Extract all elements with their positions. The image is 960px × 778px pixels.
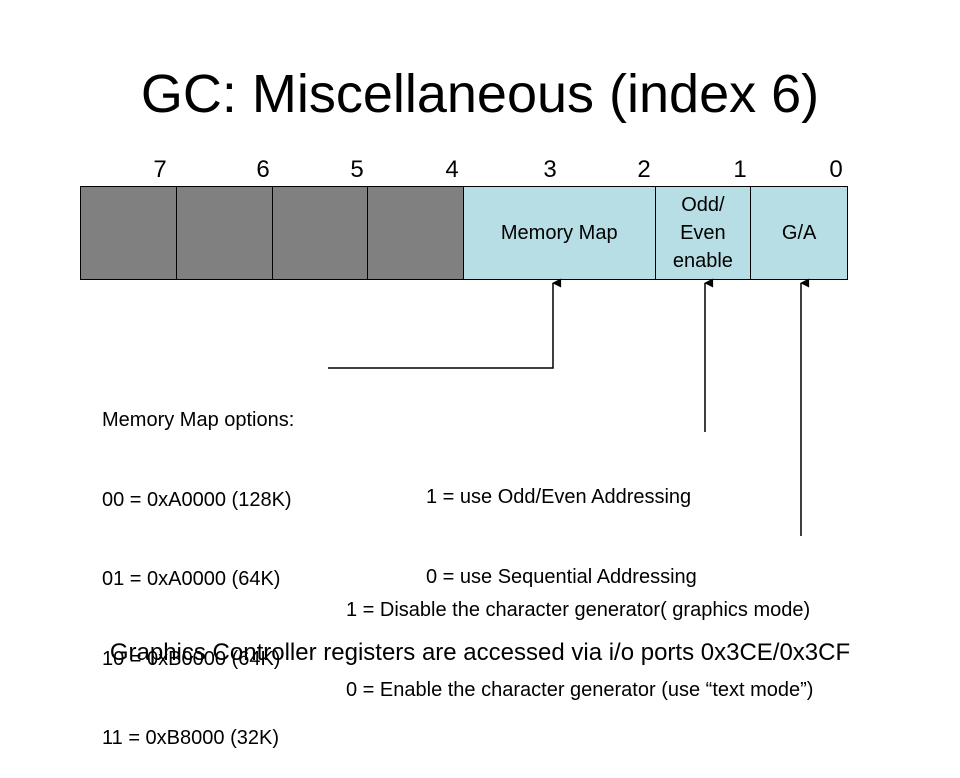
odd-even-enable-field: Odd/ Even enable [655,187,752,279]
memory-map-field: Memory Map [464,187,656,279]
connector-lines [328,278,810,536]
bit-number-4: 4 [445,156,459,183]
ga-label: G/A [781,222,817,244]
page-title: GC: Miscellaneous (index 6) [140,64,820,124]
memory-map-option: 00 = 0xA0000 (128K) [102,488,292,511]
bit-number-1: 1 [733,156,747,183]
bit-number-6: 6 [256,156,270,183]
ga-note: 1 = Disable the character generator( gra… [346,599,811,621]
memory-map-label: Memory Map [500,222,618,244]
bit-number-3: 3 [543,156,557,183]
bit-number-2: 2 [637,156,651,183]
memory-map-options-heading: Memory Map options: [102,409,295,431]
odd-even-note: 1 = use Odd/Even Addressing [426,486,692,508]
memory-map-connector [328,278,562,369]
memory-map-option: 11 = 0xB8000 (32K) [102,727,279,749]
bit-number-5: 5 [350,156,364,183]
memory-map-options: Memory Map options: 00 = 0xA0000 (128K) … [102,354,294,778]
memory-map-option: 01 = 0xA0000 (64K) [102,568,281,590]
reserved-bit-4 [368,187,464,279]
ga-note: 0 = Enable the character generator (use … [346,678,814,701]
memory-map-option: 10 = 0xB0000 (64K) [102,647,281,670]
footer-note: Graphics Controller registers are access… [109,639,851,666]
reserved-bit-5 [272,187,369,279]
ga-notes: 1 = Disable the character generator( gra… [346,544,813,730]
reserved-bit-7 [81,187,177,279]
reserved-bit-6 [176,187,273,279]
bit-number-7: 7 [153,156,167,183]
ga-field: G/A [751,187,847,279]
register-diagram: Memory Map Odd/ Even enable G/A [80,186,848,280]
odd-even-note: 0 = use Sequential Addressing [426,565,697,588]
odd-even-notes: 1 = use Odd/Even Addressing 0 = use Sequ… [426,431,697,617]
odd-even-enable-label: Odd/ Even enable [672,194,733,272]
bit-number-0: 0 [829,156,843,183]
